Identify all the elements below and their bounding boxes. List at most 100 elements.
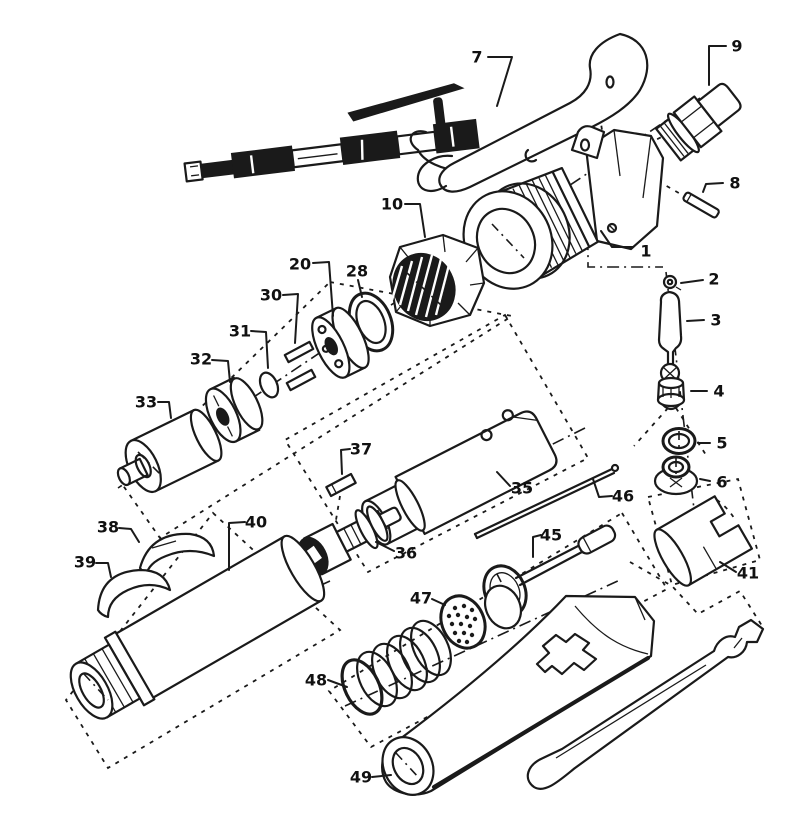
leader-line xyxy=(340,448,351,475)
part-2-retainer-ring xyxy=(662,274,682,291)
part-37-key xyxy=(325,472,357,498)
part-6-valve-seat xyxy=(653,455,699,496)
part-number: 40 xyxy=(245,513,267,532)
leader-line xyxy=(532,534,542,558)
part-number: 6 xyxy=(716,473,727,492)
part-callout-40: 40 xyxy=(228,513,267,571)
part-number: 41 xyxy=(737,564,759,583)
leader-line xyxy=(95,562,112,578)
leader-line xyxy=(680,279,704,284)
part-callout-39: 39 xyxy=(74,553,112,578)
muffler-axis-tick xyxy=(83,673,109,701)
part-30-key-b xyxy=(285,368,317,392)
part-36-spindle xyxy=(297,505,402,576)
part-46-needle xyxy=(473,463,620,540)
leader-line xyxy=(592,478,613,498)
part-number: 49 xyxy=(350,768,372,787)
part-callout-48: 48 xyxy=(305,671,348,690)
part-number: 1 xyxy=(640,242,651,261)
part-number: 9 xyxy=(731,37,742,56)
part-number: 47 xyxy=(410,589,432,608)
part-callout-30: 30 xyxy=(260,286,299,344)
part-39-pad xyxy=(96,568,172,619)
part-number: 46 xyxy=(612,487,634,506)
part-number: 35 xyxy=(511,479,533,498)
part-number: 4 xyxy=(713,382,724,401)
leader-line xyxy=(600,230,634,248)
part-number: 30 xyxy=(260,286,282,305)
part-10-collet-nut xyxy=(388,233,486,328)
leader-line xyxy=(431,598,446,606)
part-number: 38 xyxy=(97,518,119,537)
leader-line xyxy=(404,203,426,238)
part-callout-45: 45 xyxy=(532,526,562,558)
leader-line xyxy=(719,561,737,573)
part-callout-36: 36 xyxy=(375,541,417,563)
leader-line xyxy=(487,56,513,107)
leader-line xyxy=(327,679,348,688)
part-number: 28 xyxy=(346,262,368,281)
part-number: 48 xyxy=(305,671,327,690)
part-number: 10 xyxy=(381,195,403,214)
part-number: 8 xyxy=(729,174,740,193)
part-48-spring xyxy=(340,619,452,716)
part-callout-1: 1 xyxy=(600,230,652,261)
part-callout-46: 46 xyxy=(592,478,634,506)
leader-line xyxy=(211,359,231,383)
throttle-lever xyxy=(526,618,765,790)
leader-line xyxy=(228,521,246,571)
part-callout-38: 38 xyxy=(97,518,140,543)
leader-line xyxy=(699,478,711,482)
leader-line xyxy=(312,261,334,317)
part-callout-47: 47 xyxy=(410,589,446,608)
part-callout-31: 31 xyxy=(229,322,269,369)
cylinder-axis-tick xyxy=(137,451,161,475)
part-33-cylinder xyxy=(116,408,223,494)
part-number: 33 xyxy=(135,393,157,412)
part-callout-10: 10 xyxy=(381,195,426,238)
part-20-end-plate xyxy=(311,306,370,379)
part-callout-28: 28 xyxy=(346,262,368,298)
part-callout-33: 33 xyxy=(135,393,172,419)
part-callout-2: 2 xyxy=(680,270,720,289)
part-49-casing xyxy=(381,594,656,796)
part-number: 45 xyxy=(540,526,562,545)
part-number: 2 xyxy=(708,270,719,289)
leader-line xyxy=(118,527,140,543)
part-number: 37 xyxy=(350,440,372,459)
part-callout-5: 5 xyxy=(697,434,728,453)
leader-line xyxy=(496,471,511,487)
part-7-lever xyxy=(416,32,649,193)
part-callout-6: 6 xyxy=(699,473,728,492)
leader-line xyxy=(375,541,395,552)
part-callout-49: 49 xyxy=(350,768,392,787)
part-32-rotor xyxy=(204,376,264,444)
part-callout-32: 32 xyxy=(190,350,231,383)
part-number: 3 xyxy=(710,311,721,330)
part-number: 39 xyxy=(74,553,96,572)
part-8-pin xyxy=(682,191,720,219)
assembled-tool xyxy=(183,83,480,183)
leader-line xyxy=(371,774,392,778)
leader-line xyxy=(157,401,172,419)
part-number: 31 xyxy=(229,322,251,341)
part-30-key xyxy=(283,340,315,364)
part-callout-4: 4 xyxy=(690,382,725,401)
part-41-sleeve xyxy=(653,495,754,587)
part-3-valve-stem xyxy=(657,290,683,384)
part-1-housing xyxy=(462,125,665,290)
part-number: 36 xyxy=(395,544,417,563)
part-callout-3: 3 xyxy=(686,311,722,330)
leader-line xyxy=(282,293,299,344)
part-31-oval-disc xyxy=(258,371,280,399)
part-5-o-ring xyxy=(661,427,697,455)
part-callout-35: 35 xyxy=(496,471,533,498)
part-callout-37: 37 xyxy=(340,440,372,475)
part-40-muffler xyxy=(69,534,326,720)
part-callout-9: 9 xyxy=(708,37,743,86)
leader-line xyxy=(686,319,705,322)
part-number: 20 xyxy=(289,255,311,274)
